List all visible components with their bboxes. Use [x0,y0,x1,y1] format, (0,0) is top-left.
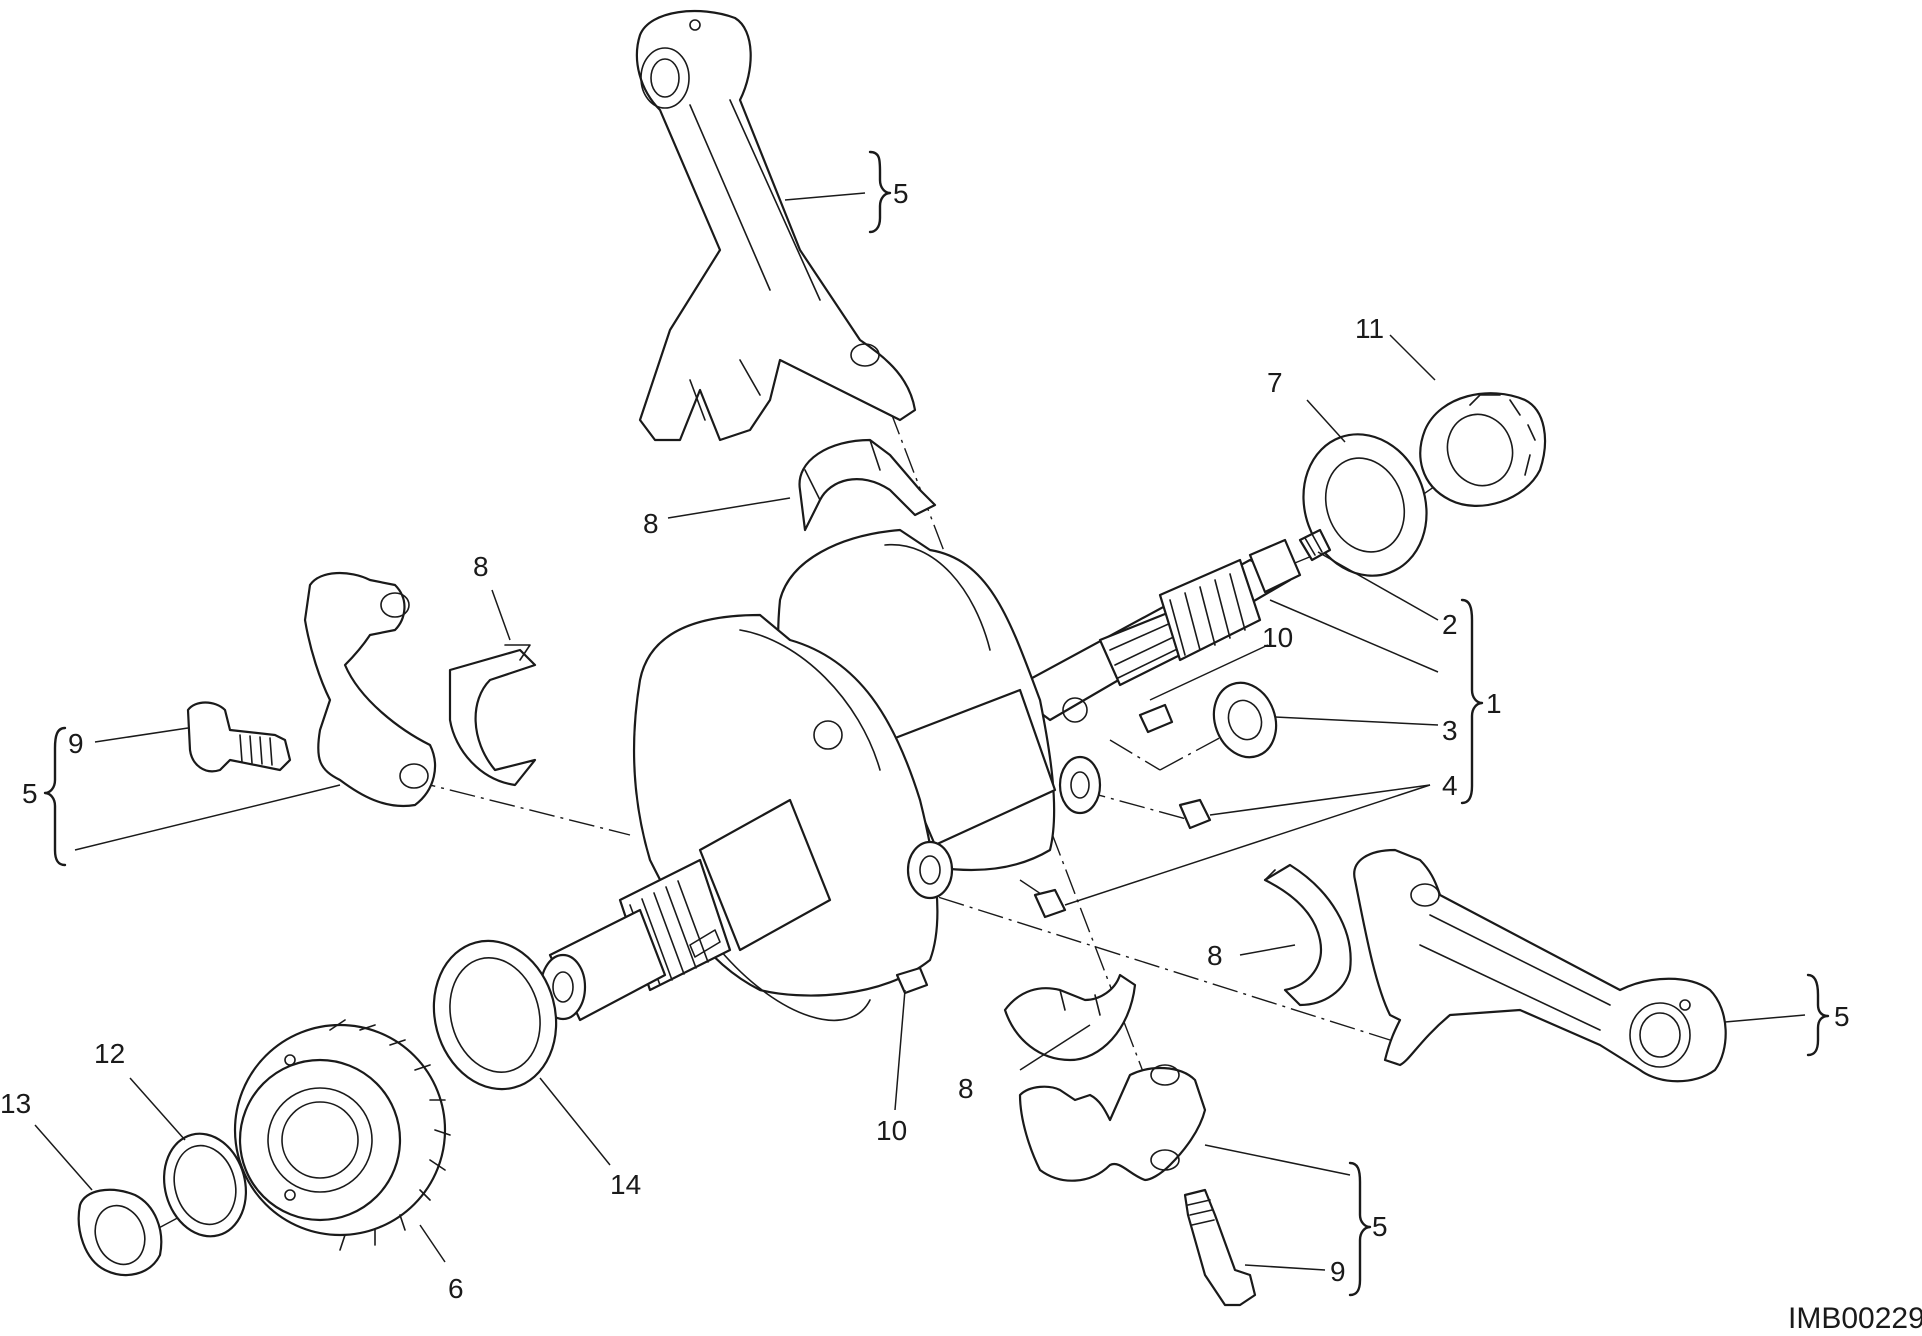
callout-10-bottom: 10 [876,1115,907,1146]
callout-labels: 5 8 8 9 5 7 11 2 10 1 3 4 8 5 8 10 5 9 1… [0,178,1850,1304]
bearing-shell-right [1263,863,1352,1007]
braces [43,150,1830,1297]
key-10-upper [1138,703,1174,734]
bolt-left [186,701,292,773]
callout-8-top: 8 [643,508,659,539]
ring-nut-13 [77,1188,163,1277]
plug-4-lower [1033,888,1067,919]
plug-3 [1212,681,1278,759]
callout-5-left: 5 [22,778,38,809]
callout-5-top: 5 [893,178,909,209]
thrust-washer-12 [162,1132,248,1238]
connecting-rod-right [1353,848,1727,1083]
drawing-code: IMB00229 [1788,1302,1922,1335]
bearing-shell-bottom [1003,973,1137,1062]
plug-2 [1298,528,1332,562]
callout-5-right: 5 [1834,1001,1850,1032]
callout-2: 2 [1442,609,1458,640]
plug-4-upper [1178,798,1212,830]
bearing-shell-top [798,438,937,532]
callout-12: 12 [94,1038,125,1069]
bolt-bottom [1183,1188,1257,1307]
gear-6 [233,1019,451,1251]
crankshaft [539,528,1302,1022]
callout-13: 13 [0,1088,31,1119]
callout-8-left: 8 [473,551,489,582]
callout-10-top: 10 [1262,622,1293,653]
leader-lines [34,192,1806,1271]
callout-3: 3 [1442,715,1458,746]
connecting-rod-cap-bottom [1018,1064,1207,1182]
callout-1: 1 [1486,688,1502,719]
key-10-lower [895,966,929,995]
ring-nut-11 [1419,392,1547,507]
callout-11: 11 [1355,313,1384,344]
callout-5-bottom: 5 [1372,1211,1388,1242]
callout-8-bottom: 8 [958,1073,974,1104]
callout-8-right: 8 [1207,940,1223,971]
callout-9-left: 9 [68,728,84,759]
connecting-rod-cap-left [303,571,437,808]
callout-7: 7 [1267,367,1283,398]
callout-14: 14 [610,1169,641,1200]
callout-9-bottom: 9 [1330,1256,1346,1287]
callout-6: 6 [448,1273,464,1304]
callout-4: 4 [1442,770,1458,801]
thrust-washer-14 [432,939,558,1091]
connecting-rod-top [635,9,917,442]
bearing-shell-left [448,644,537,787]
